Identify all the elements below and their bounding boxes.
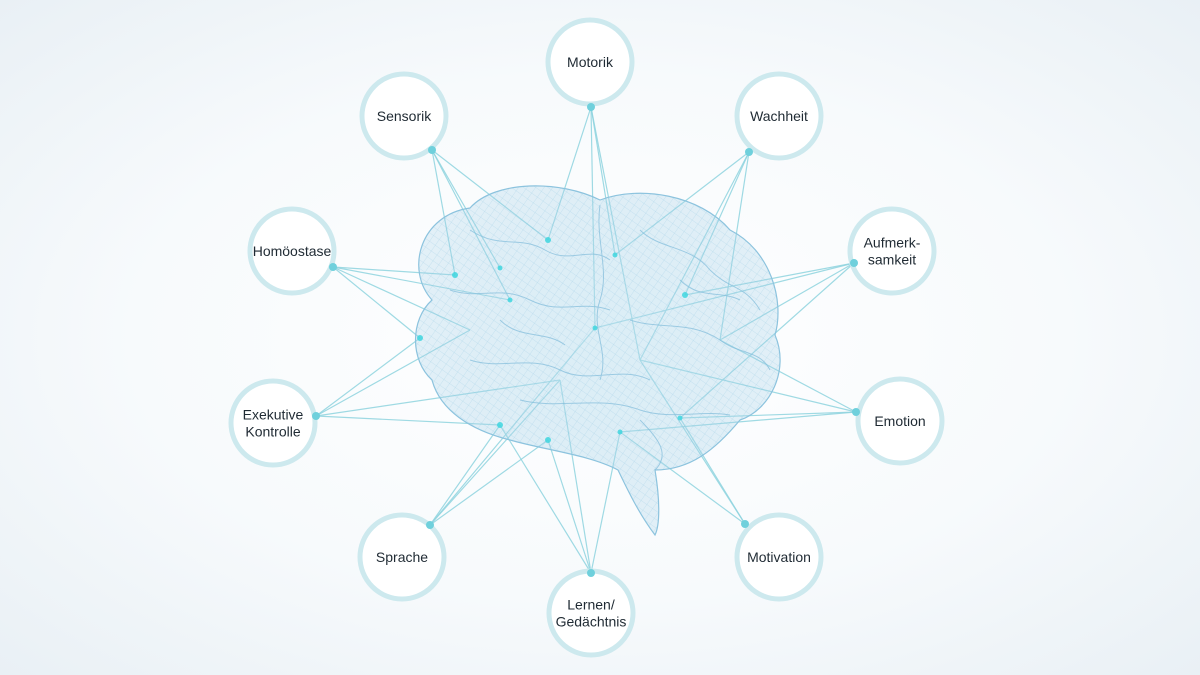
connection-line-homoeostase — [332, 266, 421, 339]
node-emotion: Emotion — [852, 376, 945, 466]
node-label: Emotion — [874, 413, 925, 429]
node-label: Motorik — [567, 54, 614, 70]
node-ring — [357, 512, 447, 602]
node-label: Sensorik — [377, 108, 432, 124]
connection-line-sprache — [429, 424, 501, 526]
node-label: Lernen/ — [567, 597, 615, 613]
node-ring — [734, 71, 824, 161]
connection-line-exekutive-kontrolle — [315, 337, 421, 417]
node-ring — [228, 378, 318, 468]
node-label: Exekutive — [243, 407, 304, 423]
node-label: Sprache — [376, 549, 428, 565]
node-label: Aufmerk- — [864, 235, 921, 251]
node-motivation: Motivation — [734, 512, 824, 602]
connector-dot — [741, 520, 749, 528]
connector-dot — [587, 103, 595, 111]
node-label: samkeit — [868, 252, 916, 268]
connector-dot — [745, 148, 753, 156]
connector-dot — [850, 259, 858, 267]
connector-dot — [329, 263, 337, 271]
connector-dot — [587, 569, 595, 577]
node-sprache: Sprache — [357, 512, 447, 602]
node-motorik: Motorik — [545, 17, 635, 111]
node-homoeostase: Homöostase — [247, 206, 337, 296]
connection-line-lernen-gedaechtnis — [547, 439, 592, 574]
connection-line-sprache — [429, 439, 549, 526]
node-ring — [247, 206, 337, 296]
node-ring — [734, 512, 824, 602]
node-sensorik: Sensorik — [359, 71, 449, 161]
brain-wireframe-icon — [414, 185, 781, 537]
node-label: Gedächtnis — [556, 614, 627, 630]
connector-dot — [852, 408, 860, 416]
node-label: Kontrolle — [245, 424, 300, 440]
connector-dot — [428, 146, 436, 154]
node-aufmerksamkeit: Aufmerk-samkeit — [847, 206, 937, 296]
node-lernen-gedaechtnis: Lernen/Gedächtnis — [546, 568, 636, 658]
node-ring — [847, 206, 937, 296]
node-ring — [359, 71, 449, 161]
connector-dot — [312, 412, 320, 420]
connector-dot — [426, 521, 434, 529]
node-wachheit: Wachheit — [734, 71, 824, 161]
node-label: Homöostase — [253, 243, 332, 259]
node-label: Motivation — [747, 549, 811, 565]
function-nodes: MotorikWachheitAufmerk-samkeitEmotionMot… — [228, 17, 945, 658]
node-ring — [855, 376, 945, 466]
node-label: Wachheit — [750, 108, 808, 124]
connection-line-lernen-gedaechtnis — [499, 424, 592, 574]
